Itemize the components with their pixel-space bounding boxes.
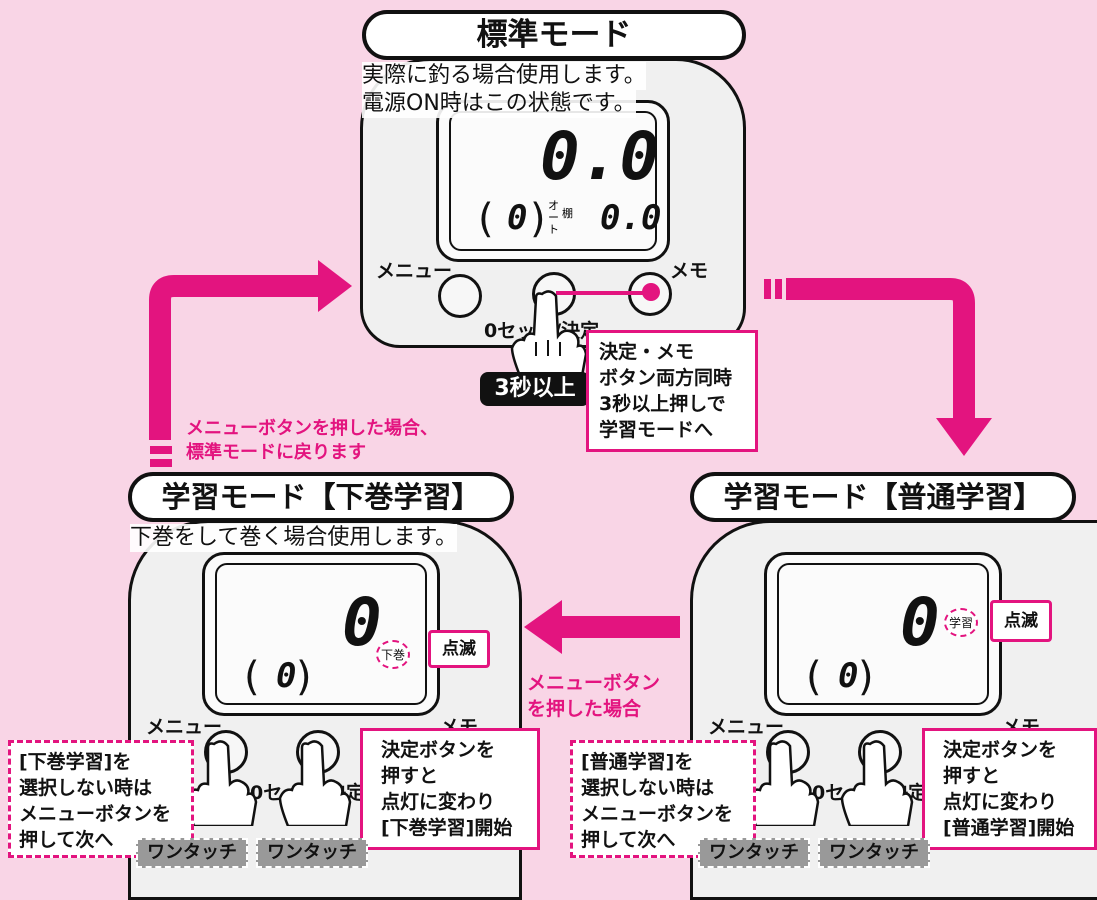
standard-desc-line2: 電源ON時はこの状態です。 xyxy=(362,90,636,118)
right-hand-icon-2 xyxy=(840,740,914,826)
return-note-line1: メニューボタンを押した場合、 xyxy=(186,418,438,439)
hand-icon xyxy=(510,290,588,378)
middle-note-line2: を押した場合 xyxy=(527,698,642,720)
dual-press-line xyxy=(556,291,652,295)
middle-arrow-shaft xyxy=(560,616,680,638)
right-hand-icon-1 xyxy=(746,740,820,826)
lcd-small-right: 0.0 xyxy=(600,198,662,238)
standard-mode-title: 標準モード xyxy=(362,10,746,60)
down-learn-lcd xyxy=(202,552,440,716)
right-blink-label: 点滅 xyxy=(990,600,1052,642)
lcd-main-value: 0.0 xyxy=(540,118,660,195)
left-blink-label: 点滅 xyxy=(428,630,490,668)
left-hand-icon-1 xyxy=(184,740,258,826)
normal-learn-title: 学習モード【普通学習】 xyxy=(690,472,1076,522)
right-menu-label: メニュー xyxy=(708,716,785,738)
left-menu-label: メニュー xyxy=(146,716,223,738)
middle-note-line1: メニューボタン xyxy=(527,672,661,694)
down-learn-desc: 下巻をして巻く場合使用します。 xyxy=(130,524,458,552)
to-learn-arrow-path xyxy=(786,278,975,418)
lcd-paren-open: ( xyxy=(478,196,494,242)
right-lcd-paren: 0 xyxy=(838,656,859,696)
lcd-paren-value: 0 xyxy=(507,198,528,238)
left-onetouch-badge-2: ワンタッチ xyxy=(256,838,368,868)
hold-3s-badge: 3秒以上 xyxy=(480,372,590,406)
return-arrow-path xyxy=(149,275,320,440)
left-blink-indicator: 下巻 xyxy=(376,640,411,669)
dual-press-callout: 決定・メモ ボタン両方同時 3秒以上押しで 学習モードへ xyxy=(586,330,758,452)
right-blink-indicator: 学習 xyxy=(944,608,979,637)
left-hand-icon-2 xyxy=(278,740,352,826)
left-lcd-paren: 0 xyxy=(276,656,297,696)
right-paren-open: ( xyxy=(806,654,822,700)
right-onetouch-badge-2: ワンタッチ xyxy=(818,838,930,868)
to-learn-arrow-head xyxy=(936,418,992,456)
return-arrow-head xyxy=(318,260,352,312)
memo-button-label: メモ xyxy=(670,260,709,282)
right-start-callout: 決定ボタンを 押すと 点灯に変わり [普通学習]開始 xyxy=(922,728,1097,850)
down-learn-title: 学習モード【下巻学習】 xyxy=(128,472,514,522)
lcd-tana-label: 棚 xyxy=(562,207,573,220)
left-paren-close: ) xyxy=(296,654,312,700)
left-lcd-main: 0 xyxy=(342,584,382,661)
right-paren-close: ) xyxy=(858,654,874,700)
dual-press-dot xyxy=(642,283,660,301)
menu-button[interactable] xyxy=(438,274,482,318)
left-onetouch-badge-1: ワンタッチ xyxy=(136,838,248,868)
standard-desc-line1: 実際に釣る場合使用します。 xyxy=(362,62,646,90)
left-start-callout: 決定ボタンを 押すと 点灯に変わり [下巻学習]開始 xyxy=(360,728,540,850)
return-note-line2: 標準モードに戻ります xyxy=(186,442,366,463)
middle-arrow-head xyxy=(524,600,562,654)
lcd-auto-label: オート xyxy=(548,199,559,236)
right-onetouch-badge-1: ワンタッチ xyxy=(698,838,810,868)
right-lcd-main: 0 xyxy=(900,584,940,661)
left-paren-open: ( xyxy=(244,654,260,700)
menu-button-label: メニュー xyxy=(376,260,453,282)
lcd-paren-close: ) xyxy=(530,196,546,242)
